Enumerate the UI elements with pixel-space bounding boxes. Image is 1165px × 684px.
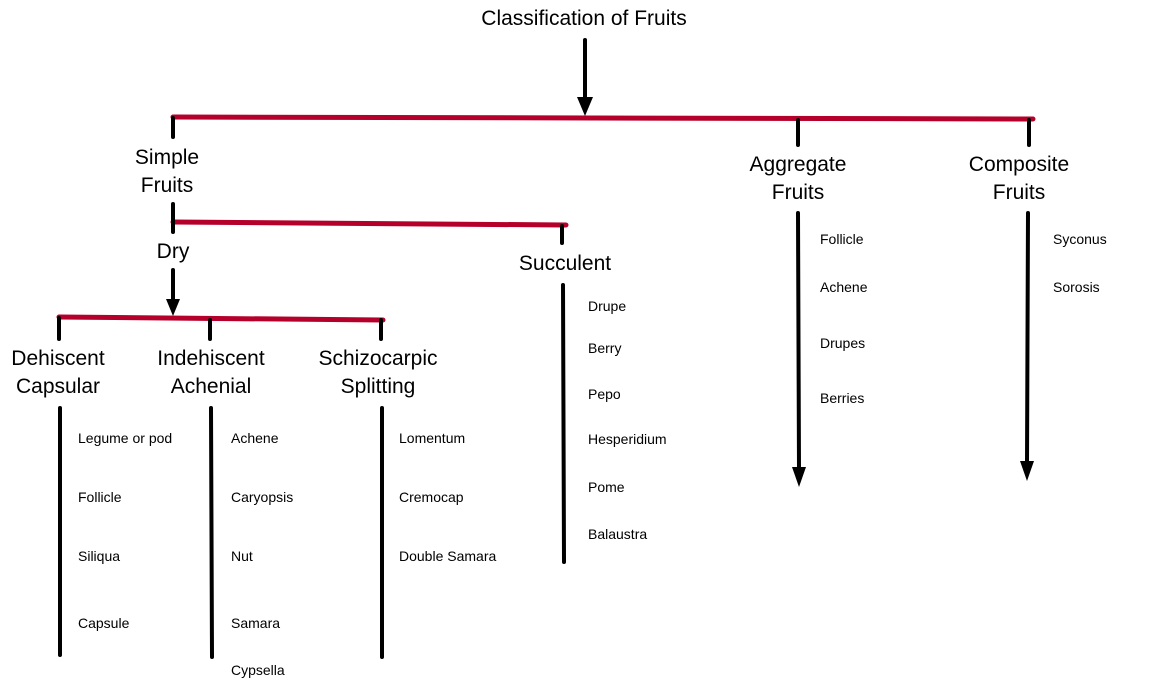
leaf-samara: Samara — [231, 615, 281, 631]
composite-arrow-shaft — [1025, 211, 1030, 466]
leaf-cremocap: Cremocap — [399, 489, 464, 505]
leaf-sorosis: Sorosis — [1053, 279, 1100, 295]
succulent-list-line — [561, 283, 566, 564]
indehiscent-line2: Achenial — [170, 375, 252, 398]
diagram-title: Classification of Fruits — [481, 7, 687, 30]
leaf-aggregate-achene: Achene — [820, 279, 868, 295]
succulent-node: Succulent — [518, 252, 612, 275]
leaf-follicle: Follicle — [78, 489, 122, 505]
leaf-aggregate-drupes: Drupes — [820, 335, 866, 351]
schizocarpic-splitting-node: Schizocarpic Splitting — [318, 345, 437, 401]
leaf-aggregate-berries: Berries — [820, 390, 865, 406]
simple-branch-line — [170, 219, 569, 228]
composite-fruits-node: Composite Fruits — [969, 151, 1069, 207]
composite-arrow-head — [1020, 461, 1034, 481]
indehiscent-line1: Indehiscent — [157, 347, 265, 370]
composite-fruits-line1: Composite — [968, 153, 1070, 176]
simple-fruits-line2: Fruits — [140, 174, 194, 197]
leaf-hesperidium: Hesperidium — [588, 431, 667, 447]
leaf-syconus: Syconus — [1053, 231, 1107, 247]
leaf-legume-or-pod: Legume or pod — [78, 430, 173, 446]
aggregate-arrow-shaft — [796, 211, 801, 472]
leaf-pepo: Pepo — [588, 386, 621, 402]
leaf-pome: Pome — [588, 479, 625, 495]
leaf-cypsella: Cypsella — [231, 662, 285, 678]
schizocarpic-line2: Splitting — [340, 375, 416, 398]
leaf-capsule: Capsule — [78, 615, 130, 631]
leaf-caryopsis: Caryopsis — [231, 489, 294, 505]
top-branch-line — [170, 114, 1036, 122]
aggregate-arrow-head — [792, 467, 806, 487]
leaf-balaustra: Balaustra — [588, 526, 648, 542]
composite-fruits-line2: Fruits — [992, 181, 1046, 204]
indehiscent-achenial-node: Indehiscent Achenial — [157, 345, 264, 401]
leaf-achene: Achene — [231, 430, 279, 446]
dry-branch-line — [56, 314, 386, 323]
leaf-berry: Berry — [588, 340, 622, 356]
leaf-lomentum: Lomentum — [399, 430, 466, 446]
leaf-double-samara: Double Samara — [399, 548, 497, 564]
leaf-nut: Nut — [231, 548, 253, 564]
leaf-drupe: Drupe — [588, 298, 627, 314]
dry-node: Dry — [156, 240, 190, 263]
aggregate-fruits-node: Aggregate Fruits — [750, 151, 847, 207]
title-arrow-head — [577, 97, 593, 116]
aggregate-fruits-line2: Fruits — [771, 181, 825, 204]
leaf-aggregate-follicle: Follicle — [820, 231, 864, 247]
dehiscent-line1: Dehiscent — [11, 347, 105, 370]
simple-fruits-node: Simple Fruits — [135, 144, 199, 200]
simple-fruits-line1: Simple — [134, 146, 200, 169]
dry-arrow-head — [166, 299, 180, 316]
dehiscent-capsular-node: Dehiscent Capsular — [11, 345, 104, 401]
schizocarpic-line1: Schizocarpic — [318, 347, 438, 370]
aggregate-fruits-line1: Aggregate — [749, 153, 847, 176]
dehiscent-line2: Capsular — [15, 375, 101, 398]
indehiscent-list-line — [209, 406, 214, 659]
leaf-siliqua: Siliqua — [78, 548, 121, 564]
